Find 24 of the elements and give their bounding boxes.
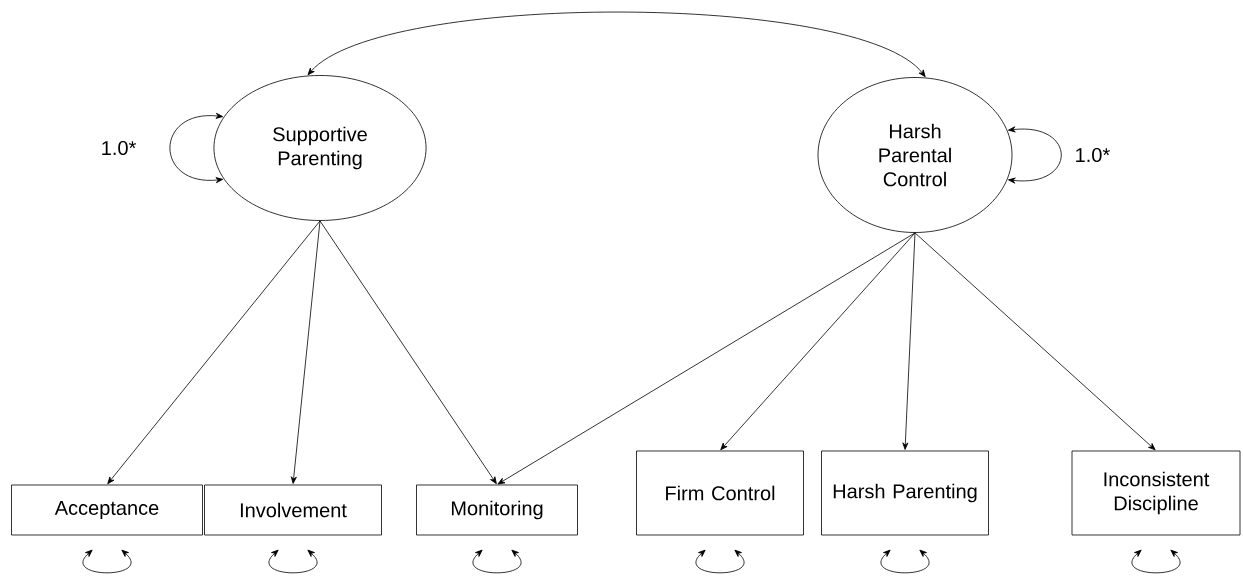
arrow [720,232,916,451]
observed-variable-box: Inconsistent Discipline [1071,450,1241,536]
observed-variable-box: Involvement [204,484,382,536]
edge-label: 1.0* [1076,147,1110,163]
edge-label: 1.0* [102,140,136,156]
variance-loop-arrow [1008,126,1062,184]
variance-loop-arrow [1131,549,1181,574]
arrow [497,232,916,485]
arrow [107,220,321,485]
covariance-arrow [307,11,926,78]
arrow [290,220,321,484]
variance-loop-arrow [169,112,224,184]
arrow [914,232,1156,451]
arrow [902,232,916,450]
observed-variable-box: Acceptance [11,484,203,536]
variance-loop-arrow [82,549,132,574]
variance-loop-arrow [472,549,522,574]
variance-loop-arrow [695,549,745,574]
variance-loop-arrow [880,549,930,574]
variance-loop-arrow [268,549,318,574]
observed-variable-box: Harsh Parenting [821,450,989,536]
arrow [319,220,497,485]
observed-variable-box: Monitoring [416,484,578,536]
observed-variable-box: Firm Control [636,450,804,536]
